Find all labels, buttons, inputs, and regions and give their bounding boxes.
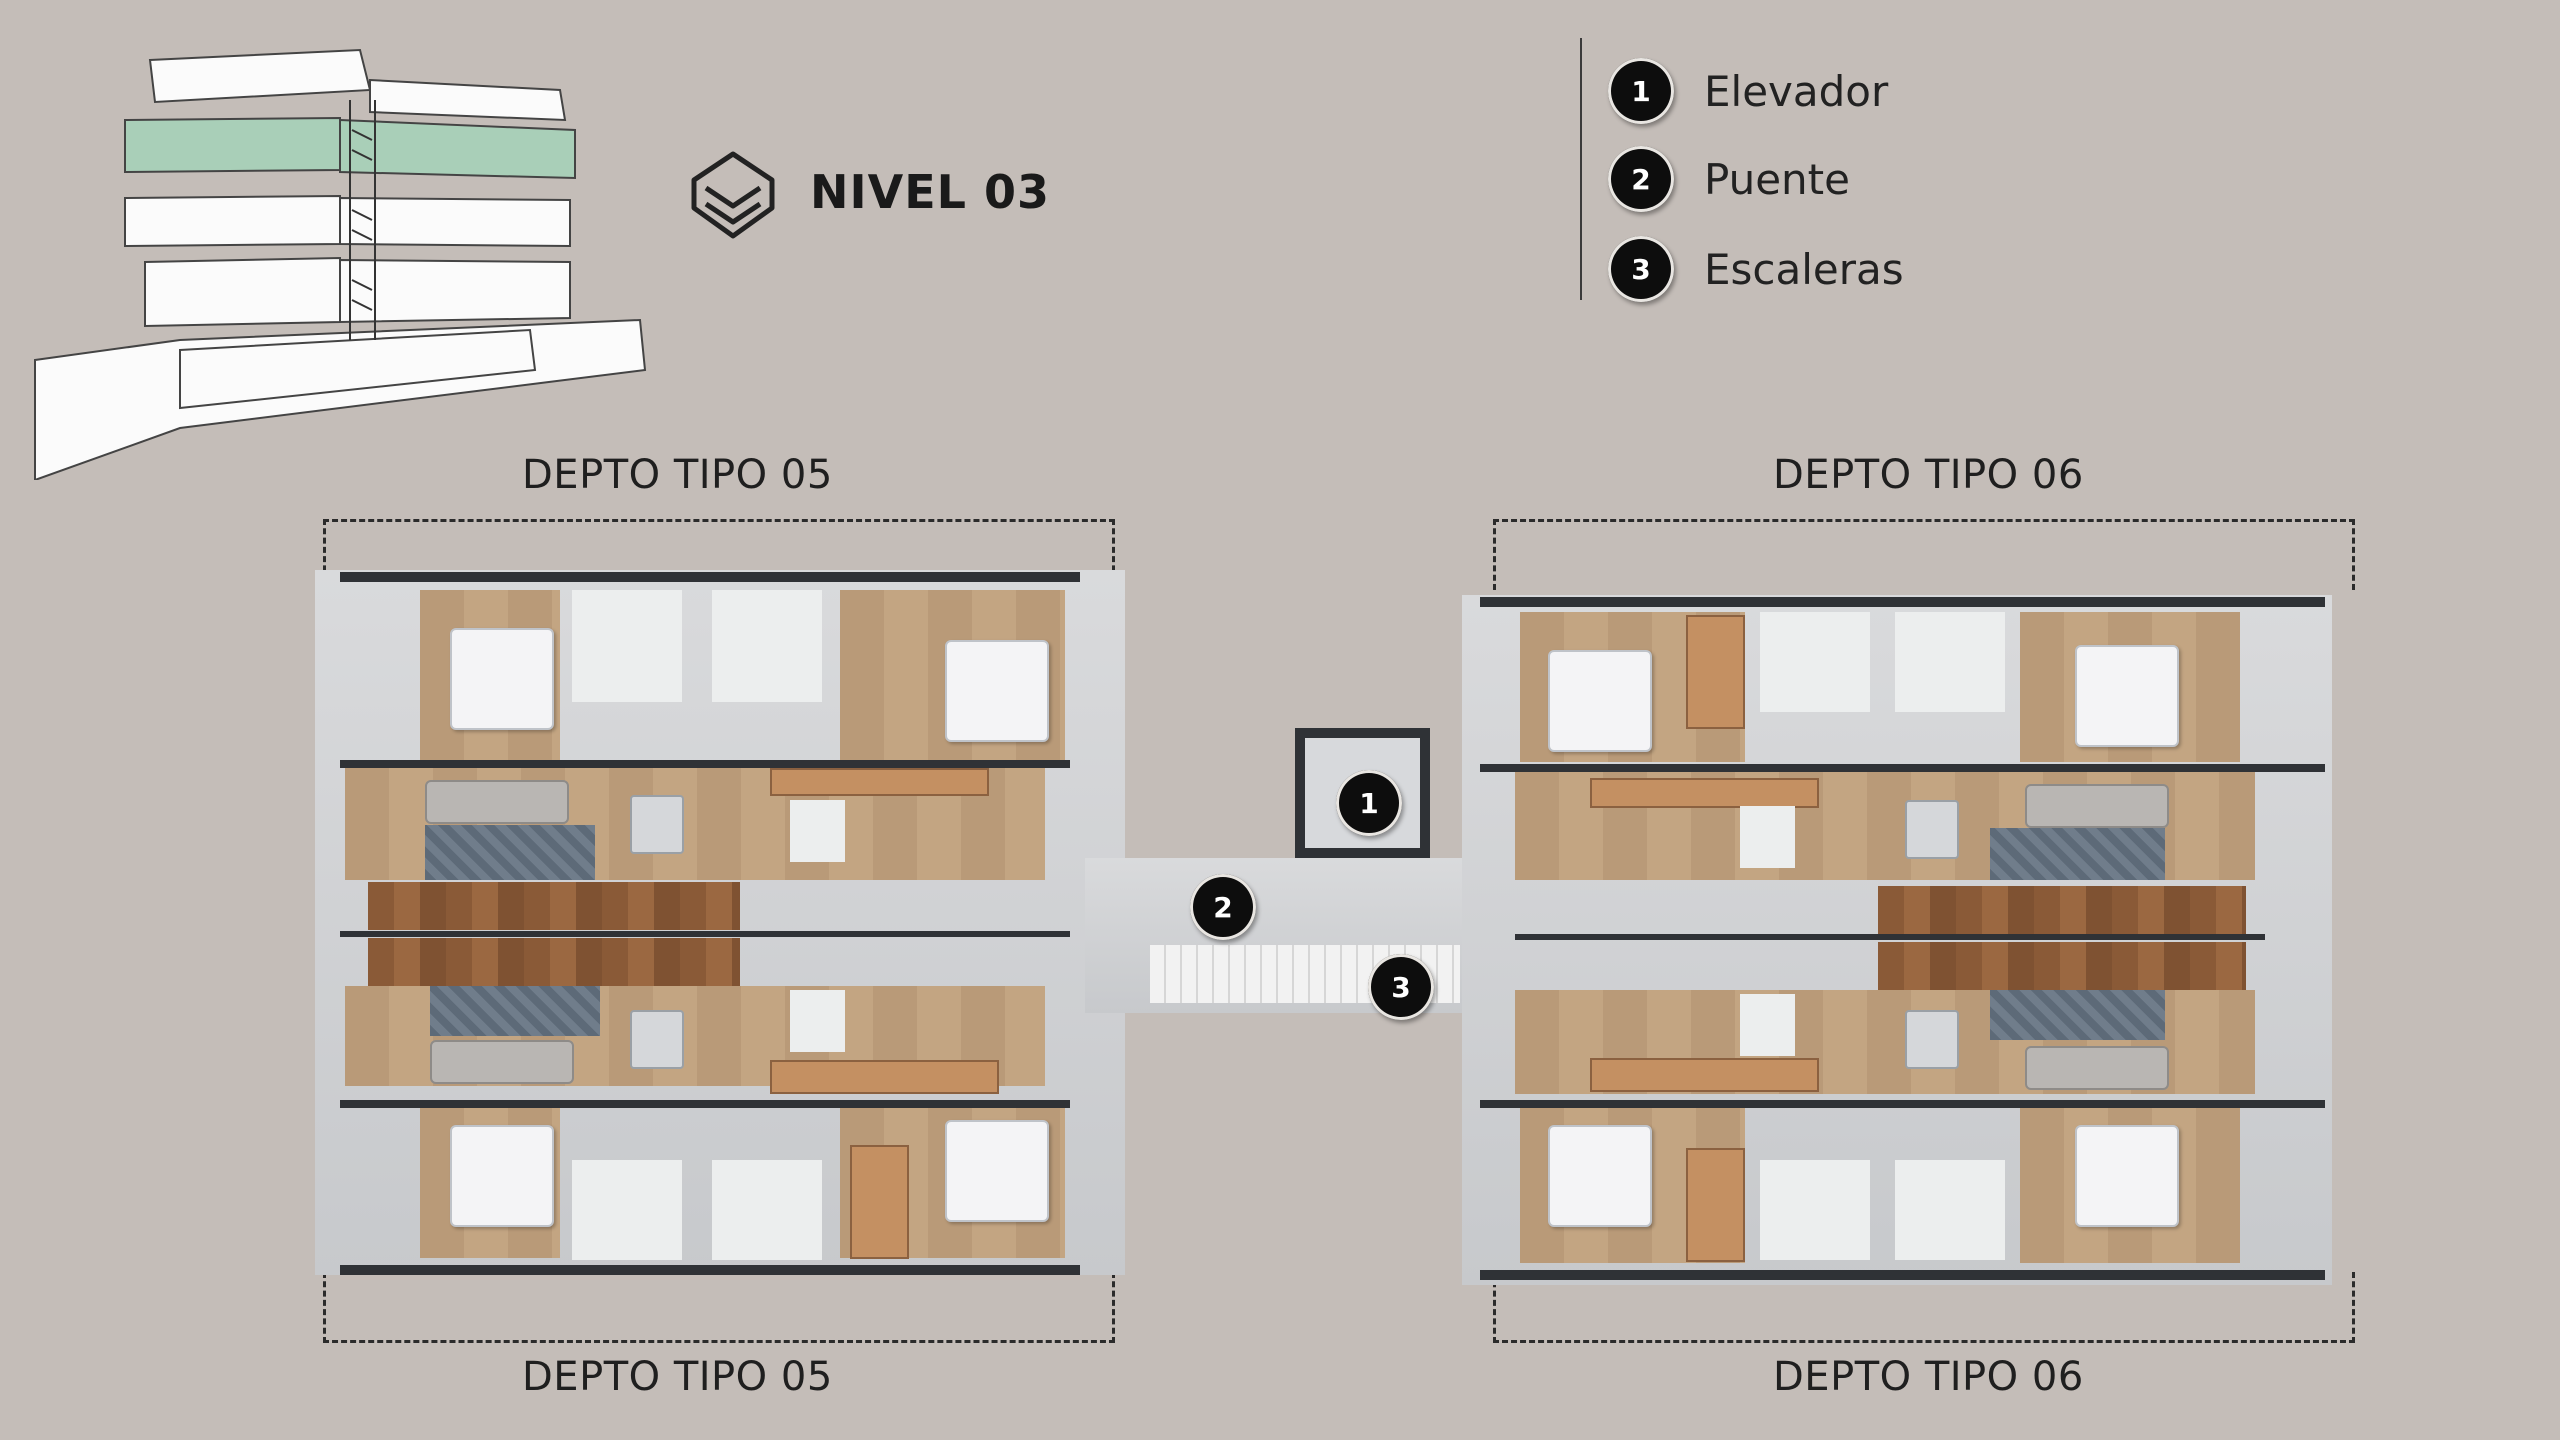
bed (2075, 1125, 2179, 1227)
legend-item-elevador: 1 Elevador (1608, 58, 1888, 124)
legend-label: Puente (1704, 154, 1850, 204)
legend-label: Escaleras (1704, 244, 1904, 294)
level-title: NIVEL 03 (810, 165, 1050, 219)
rug (425, 825, 595, 880)
kitchen-island (790, 800, 845, 862)
legend-number-badge: 1 (1608, 58, 1674, 124)
bathroom (712, 590, 822, 702)
bathroom (572, 590, 682, 702)
bed (1548, 650, 1652, 752)
unit-label-top-right: DEPTO TIPO 06 (1773, 452, 2084, 498)
unit-label-bottom-left: DEPTO TIPO 05 (522, 1354, 833, 1400)
legend-item-escaleras: 3 Escaleras (1608, 236, 1904, 302)
bathroom (1760, 612, 1870, 712)
unit-label-top-left: DEPTO TIPO 05 (522, 452, 833, 498)
rug (430, 986, 600, 1036)
bed (1548, 1125, 1652, 1227)
dining-table (630, 795, 684, 854)
marker-puente: 2 (1190, 874, 1256, 940)
wood-beam (368, 938, 740, 986)
bed (2075, 645, 2179, 747)
kitchen-counter (770, 768, 989, 796)
kitchen-counter (770, 1060, 999, 1094)
unit-label-bottom-right: DEPTO TIPO 06 (1773, 1354, 2084, 1400)
sofa (2025, 784, 2169, 828)
kitchen-island (1740, 994, 1795, 1056)
bathroom (1895, 1160, 2005, 1260)
bed (945, 640, 1049, 742)
building-isometric-thumbnail (34, 48, 647, 480)
kitchen-counter (1590, 778, 1819, 808)
unit-bracket-top-left (323, 519, 1115, 590)
dining-table (1905, 1010, 1959, 1069)
kitchen-island (790, 990, 845, 1052)
dining-table (630, 1010, 684, 1069)
wood-beam (1878, 886, 2246, 934)
bed (450, 628, 554, 730)
marker-elevador: 1 (1336, 770, 1402, 836)
legend-number-badge: 2 (1608, 146, 1674, 212)
wood-beam (368, 882, 740, 930)
unit-bracket-bottom-left (323, 1272, 1115, 1343)
bed (945, 1120, 1049, 1222)
legend-label: Elevador (1704, 66, 1889, 116)
marker-escaleras: 3 (1368, 954, 1434, 1020)
kitchen-counter (1590, 1058, 1819, 1092)
bathroom (1760, 1160, 1870, 1260)
dining-table (1905, 800, 1959, 859)
bed (450, 1125, 554, 1227)
legend-divider (1580, 38, 1582, 300)
bathroom (572, 1160, 682, 1260)
unit-bracket-top-right (1493, 519, 2355, 590)
legend-item-puente: 2 Puente (1608, 146, 1850, 212)
sofa (430, 1040, 574, 1084)
kitchen-island (1740, 806, 1795, 868)
unit-bracket-bottom-right (1493, 1272, 2355, 1343)
rug (1990, 990, 2165, 1040)
bathroom (712, 1160, 822, 1260)
sofa (2025, 1046, 2169, 1090)
chevron-badge-icon (691, 151, 775, 239)
sofa (425, 780, 569, 824)
bathroom (1895, 612, 2005, 712)
wood-beam (1878, 942, 2246, 990)
rug (1990, 828, 2165, 880)
legend-number-badge: 3 (1608, 236, 1674, 302)
